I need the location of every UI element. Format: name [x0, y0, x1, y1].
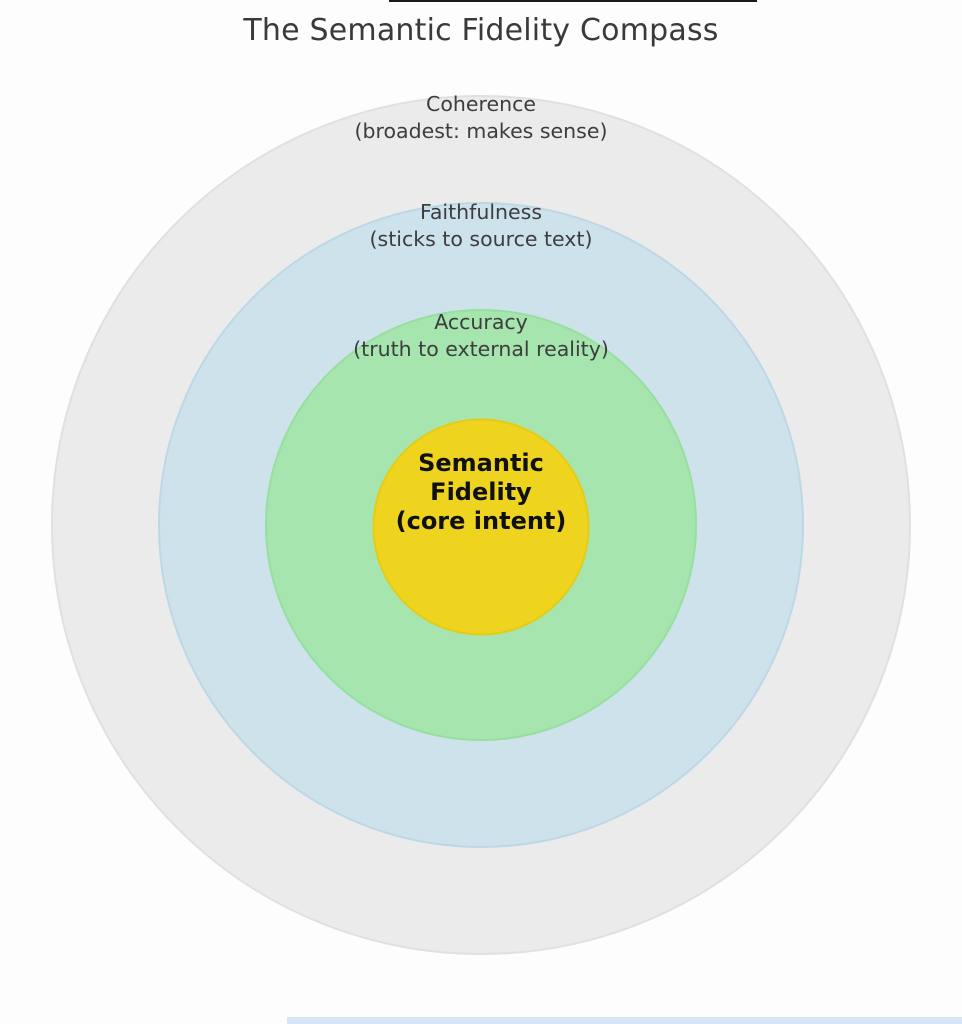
- core-label-line-2: Fidelity: [430, 478, 532, 506]
- accuracy-label-sub: (truth to external reality): [353, 337, 609, 361]
- core-label-line-3: (core intent): [395, 507, 567, 535]
- faithfulness-label-sub: (sticks to source text): [369, 227, 593, 251]
- core-circle: [372, 418, 590, 636]
- bottom-edge-artifact: [287, 1017, 962, 1024]
- accuracy-label: Accuracy (truth to external reality): [0, 309, 962, 363]
- accuracy-label-main: Accuracy: [434, 310, 528, 334]
- figure-title: The Semantic Fidelity Compass: [243, 13, 719, 48]
- faithfulness-label: Faithfulness (sticks to source text): [0, 199, 962, 253]
- coherence-label-main: Coherence: [426, 92, 536, 116]
- core-label-line-1: Semantic: [418, 449, 544, 477]
- coherence-label: Coherence (broadest: makes sense): [0, 91, 962, 145]
- faithfulness-label-main: Faithfulness: [419, 200, 543, 224]
- core-label: Semantic Fidelity (core intent): [0, 449, 962, 536]
- top-edge-artifact: [389, 0, 757, 2]
- coherence-label-sub: (broadest: makes sense): [354, 119, 608, 143]
